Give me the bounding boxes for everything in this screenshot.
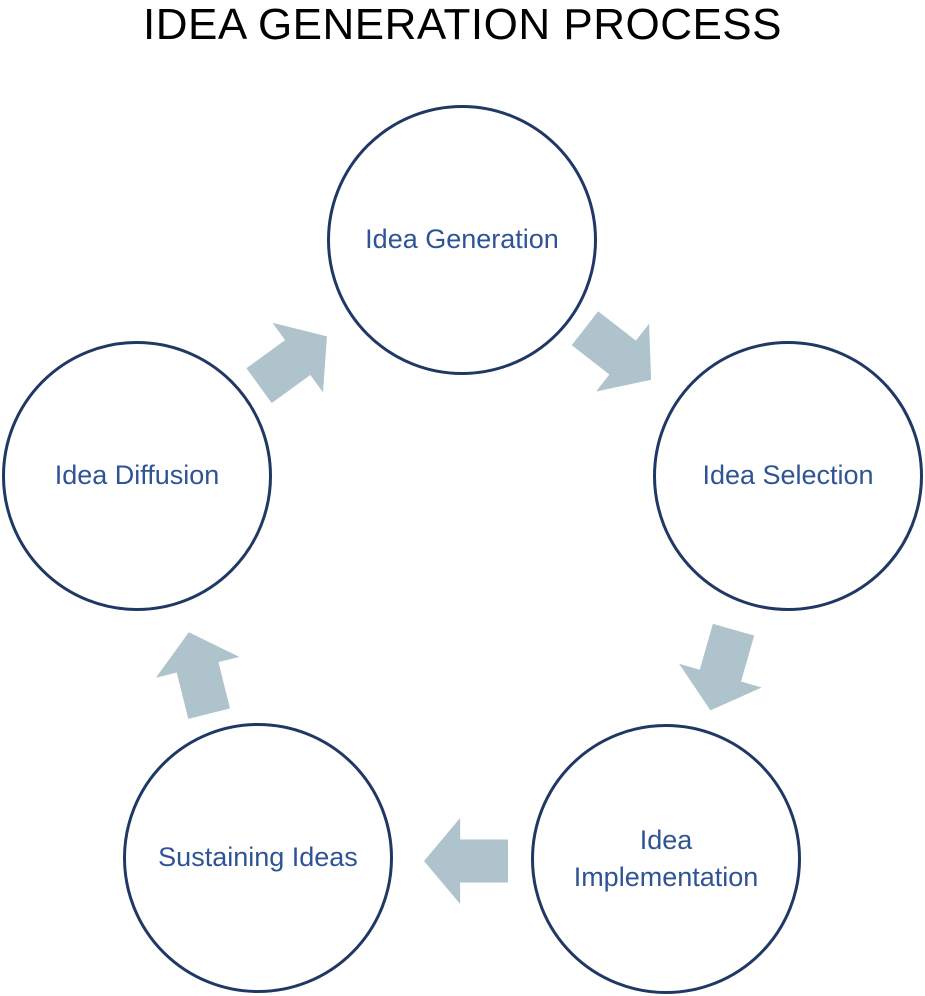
arrow-sustaining-to-diffusion-icon <box>155 632 240 719</box>
arrow-diffusion-to-generation-icon <box>246 322 327 404</box>
node-idea-diffusion: Idea Diffusion <box>2 341 272 611</box>
node-sustaining-ideas: Sustaining Ideas <box>123 723 393 993</box>
arrow-selection-to-implementation-icon <box>679 623 762 711</box>
arrow-implementation-to-sustaining-icon <box>424 818 508 904</box>
node-label: Idea Selection <box>702 460 874 491</box>
page-title: IDEA GENERATION PROCESS <box>142 0 783 49</box>
arrow-generation-to-selection-icon <box>571 311 652 392</box>
node-idea-implementation: Idea Implementation <box>531 724 801 994</box>
node-label: Idea Implementation <box>573 824 759 892</box>
node-label: Idea Generation <box>365 224 559 255</box>
node-idea-generation: Idea Generation <box>327 105 597 375</box>
node-idea-selection: Idea Selection <box>653 341 923 611</box>
node-label: Sustaining Ideas <box>158 842 358 873</box>
node-label: Idea Diffusion <box>54 460 220 491</box>
